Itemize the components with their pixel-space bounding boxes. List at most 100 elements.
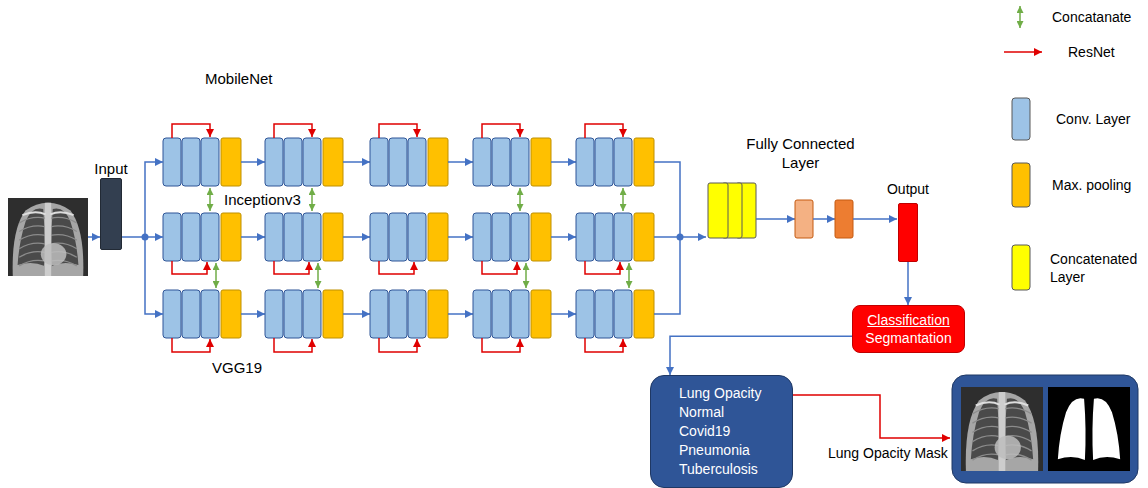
conv-layer — [370, 290, 388, 338]
max-pooling-layer — [323, 290, 343, 338]
conv-layer — [265, 138, 283, 186]
conv-layer — [492, 290, 510, 338]
max-pooling-layer — [634, 213, 654, 261]
label-text: VGG19 — [212, 358, 262, 377]
flow-arrow — [343, 313, 370, 315]
chest-xray — [961, 387, 1043, 471]
concatenate-arrow — [622, 188, 624, 211]
conv-layer — [408, 213, 426, 261]
conv-layer — [201, 138, 219, 186]
label-text: Lung Opacity Mask — [828, 444, 948, 463]
task-box: ClassificationSegmantation — [852, 305, 965, 353]
conv-layer — [303, 290, 321, 338]
flow-arrow — [448, 161, 473, 163]
layer-heading: Input — [91, 160, 131, 178]
output-layer: Output — [883, 180, 933, 262]
conv-layer — [265, 213, 283, 261]
conv-layer — [163, 138, 181, 186]
concatenate-arrow — [311, 188, 313, 211]
legend-swatch — [1012, 163, 1030, 207]
conv-layer — [408, 138, 426, 186]
conv-layer — [182, 138, 200, 186]
input-arrow — [88, 236, 100, 238]
conv-layer — [595, 138, 613, 186]
conv-layer — [303, 213, 321, 261]
conv-layer — [284, 290, 302, 338]
legend-text: Concatanate — [1052, 8, 1131, 26]
lung-mask — [1048, 387, 1130, 471]
xray-ground — [8, 198, 88, 276]
flow-arrow — [241, 313, 265, 315]
xray-clavicle — [50, 212, 73, 215]
legend-swatch — [1012, 98, 1030, 140]
legend-concatenate-sample — [1019, 6, 1021, 28]
conv-layer — [370, 213, 388, 261]
connector — [670, 336, 852, 375]
conv-layer — [284, 138, 302, 186]
class-list-box: Lung OpacityNormalCovid19PneumoniaTuberc… — [650, 375, 793, 488]
flow-line — [654, 236, 680, 238]
fc-layer — [835, 200, 853, 238]
resnet-skip — [585, 261, 620, 274]
xray-rib — [1004, 426, 1031, 432]
xray-rib — [1004, 408, 1031, 414]
xray-lung — [971, 398, 999, 460]
conv-layer — [473, 138, 491, 186]
flow-arrow — [241, 236, 265, 238]
legend-swatch — [1012, 245, 1030, 290]
conv-layer — [201, 290, 219, 338]
flow-arrow — [343, 236, 370, 238]
conv-layer — [576, 290, 594, 338]
resnet-skip — [172, 124, 210, 138]
xray-rib — [19, 260, 45, 266]
max-pooling-layer — [531, 138, 551, 186]
xray-rib — [972, 426, 999, 432]
conv-layer — [408, 290, 426, 338]
xray-rib — [972, 408, 999, 414]
concatenate-arrow — [628, 263, 630, 288]
flow-arrow — [448, 313, 473, 315]
resnet-skip — [274, 124, 312, 138]
conv-layer — [595, 213, 613, 261]
mask-lung — [1092, 398, 1120, 460]
max-pooling-layer — [428, 290, 448, 338]
xray-heart — [995, 436, 1021, 460]
label-text: MobileNet — [205, 69, 273, 88]
conv-layer — [201, 213, 219, 261]
legend-text: Conv. Layer — [1056, 110, 1130, 128]
conv-layer — [614, 290, 632, 338]
conv-layer — [614, 138, 632, 186]
max-pooling-layer — [323, 138, 343, 186]
node-text: Pneumonia — [679, 441, 784, 460]
flow-arrow — [145, 237, 163, 314]
result-panel — [952, 375, 1138, 483]
flow-line — [654, 162, 680, 237]
conv-layer — [163, 290, 181, 338]
resnet-skip — [379, 338, 417, 352]
conv-layer — [492, 138, 510, 186]
flow-line — [654, 237, 680, 314]
flow-arrow — [145, 236, 163, 238]
concatenated-layer — [708, 183, 728, 238]
resnet-skip — [274, 338, 312, 352]
conv-layer — [511, 213, 529, 261]
conv-layer — [614, 213, 632, 261]
xray-rib — [972, 454, 999, 460]
max-pooling-layer — [531, 213, 551, 261]
xray-body — [966, 392, 1038, 471]
label-text: Fully Connected Layer — [738, 134, 863, 172]
legend-text: ResNet — [1068, 43, 1115, 61]
max-pooling-layer — [428, 138, 448, 186]
flow-arrow — [343, 161, 370, 163]
legend-resnet-sample — [1004, 51, 1042, 53]
concatenate-arrow — [215, 263, 217, 288]
xray-clavicle — [1004, 402, 1028, 405]
flow-arrow — [853, 218, 897, 220]
node-text: Lung Opacity — [679, 384, 784, 403]
xray-rib — [972, 436, 999, 442]
conv-layer — [389, 138, 407, 186]
flow-arrow — [448, 236, 473, 238]
node-text: Classification — [859, 311, 958, 329]
connector — [907, 262, 909, 305]
